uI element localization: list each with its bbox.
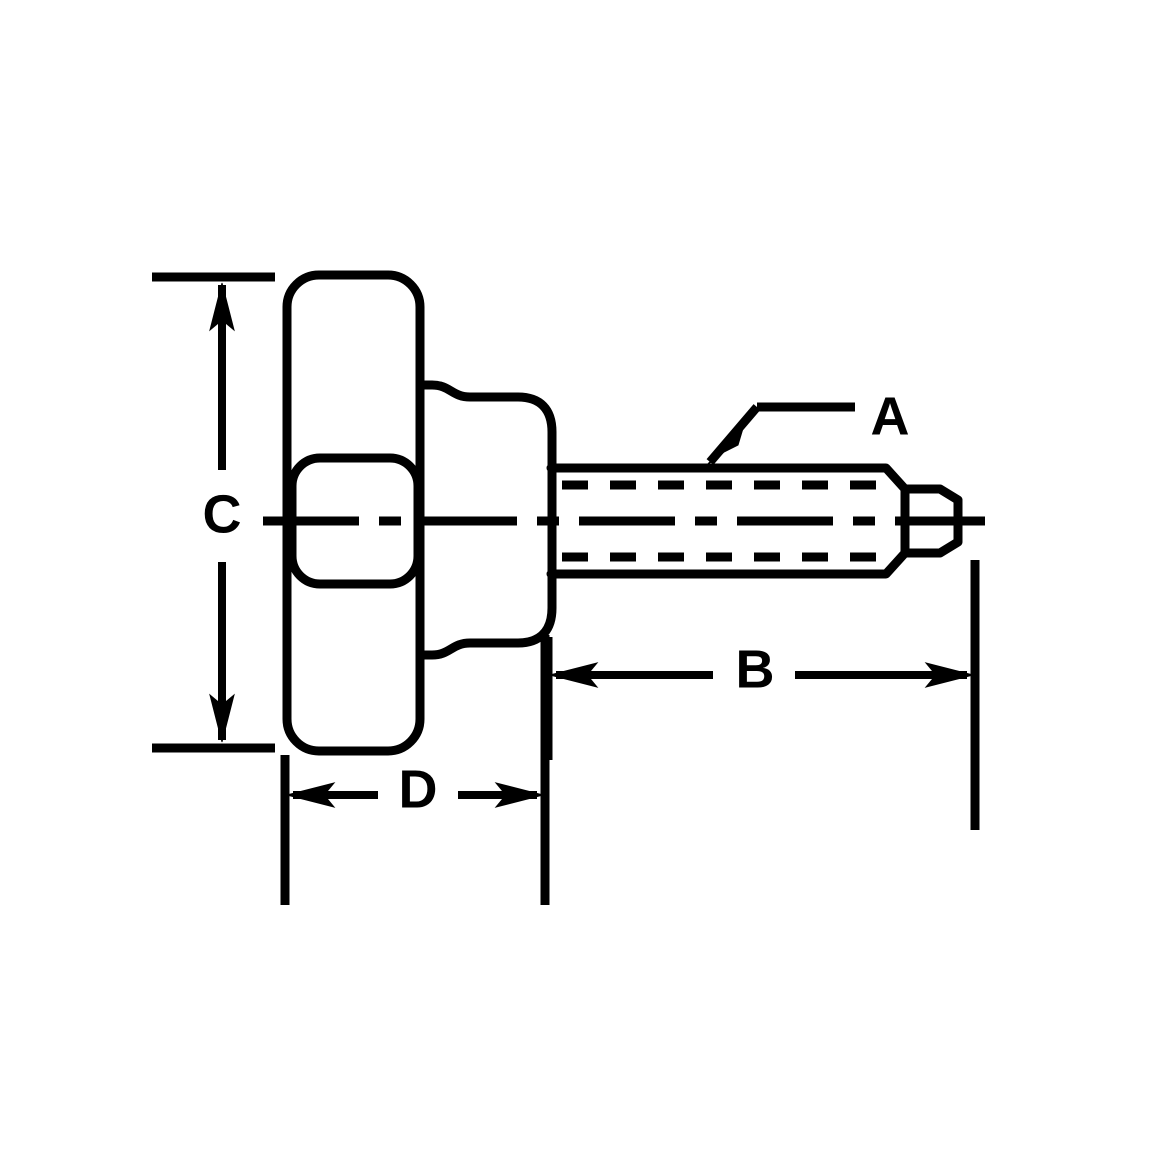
dimension-b: [543, 560, 980, 830]
dim-c-label: C: [203, 484, 242, 544]
dim-b-label: B: [736, 639, 775, 699]
dim-c-arrow-bottom: [209, 693, 235, 743]
thread-root-lines: [562, 480, 898, 562]
dim-b-arrow-left: [549, 662, 599, 688]
dim-c-arrow-top: [209, 282, 235, 332]
dim-b-arrow-right: [924, 662, 974, 688]
dim-a-arrowhead: [705, 424, 745, 467]
dim-d-label: D: [399, 759, 438, 819]
dim-d-arrow-right: [494, 782, 544, 808]
dimension-a: [705, 402, 855, 467]
dim-a-label: A: [871, 386, 910, 446]
dim-d-arrow-left: [286, 782, 336, 808]
dimension-c: [152, 272, 275, 753]
dimension-d: [280, 635, 550, 905]
